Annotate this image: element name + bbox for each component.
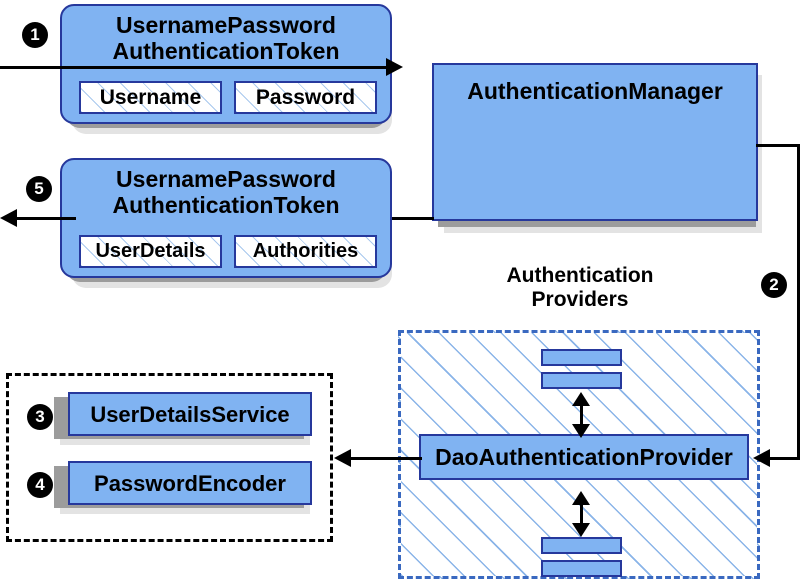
authentication-providers-label: Authentication Providers [470,264,690,312]
provider-placeholder-bar-2[interactable] [541,372,622,389]
dao-authentication-provider-label: DaoAuthenticationProvider [435,444,733,470]
response-token-title-line2: AuthenticationToken [112,191,340,218]
provider-placeholder-bar-3[interactable] [541,537,622,554]
manager-to-response-line [392,217,434,220]
manager-to-provider-line-vertical [797,144,800,460]
provider-to-services-line [350,457,422,460]
provider-link-arrow-up-bottom [572,491,590,505]
request-inbound-arrowhead [386,58,403,76]
password-encoder-box[interactable]: PasswordEncoder [68,461,312,505]
provider-link-arrow-down-bottom [572,523,590,537]
authentication-manager-title: AuthenticationManager [467,78,723,104]
request-token-field-username[interactable]: Username [79,81,222,114]
provider-placeholder-bar-1[interactable] [541,349,622,366]
dao-authentication-provider-box[interactable]: DaoAuthenticationProvider [419,434,749,480]
response-outbound-line [16,217,76,220]
provider-placeholder-bar-4[interactable] [541,560,622,577]
provider-to-services-arrowhead [334,449,351,467]
request-inbound-line [0,66,388,69]
request-token-title-line1: UsernamePassword [116,12,336,38]
step-marker-2: 2 [761,272,787,298]
manager-to-provider-line-top [756,144,800,147]
response-token-field-authorities[interactable]: Authorities [234,235,377,268]
provider-link-arrow-up-top [572,392,590,406]
response-token-title-line1: UsernamePassword [116,166,336,192]
request-token-title-line2: AuthenticationToken [112,37,340,64]
step-marker-3: 3 [27,404,53,430]
password-encoder-label: PasswordEncoder [94,471,286,496]
user-details-service-label: UserDetailsService [90,402,290,427]
authentication-providers-label-line2: Providers [531,288,629,312]
provider-link-arrow-down-top [572,424,590,438]
request-token-field-password[interactable]: Password [234,81,377,114]
response-outbound-arrowhead [0,209,17,227]
manager-to-provider-line-bottom [768,457,800,460]
authentication-manager-box[interactable]: AuthenticationManager [432,63,758,221]
provider-link-line-top [580,396,583,432]
request-token-title: UsernamePassword AuthenticationToken [62,6,390,65]
user-details-service-box[interactable]: UserDetailsService [68,392,312,436]
response-token-title: UsernamePassword AuthenticationToken [62,160,390,219]
step-marker-4: 4 [27,472,53,498]
manager-to-provider-arrowhead [753,449,770,467]
step-marker-1: 1 [22,22,48,48]
response-token-field-userdetails[interactable]: UserDetails [79,235,222,268]
authentication-providers-label-line1: Authentication [506,264,654,287]
step-marker-5: 5 [26,176,52,202]
provider-link-line-bottom [580,495,583,531]
user-services-group [6,373,333,542]
